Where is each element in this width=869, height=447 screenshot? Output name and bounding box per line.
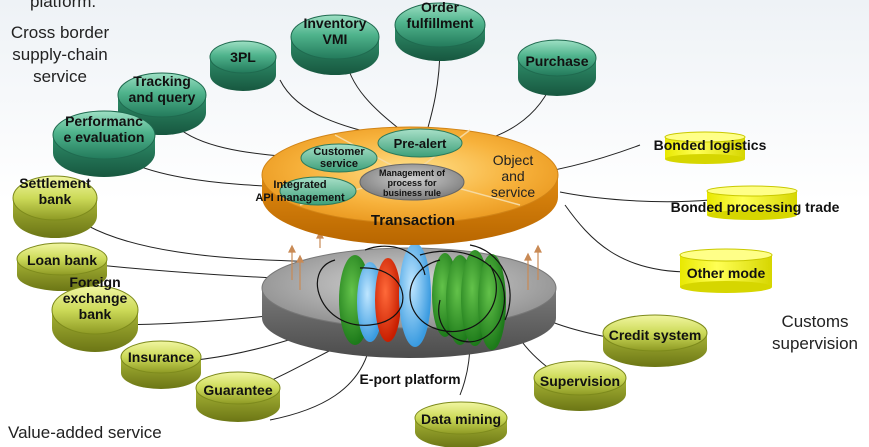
- lime-node-r2: [414, 401, 508, 447]
- green-node-label-line: e evaluation: [64, 129, 145, 145]
- pre-alert-label-line: Pre-alert: [394, 136, 447, 151]
- transaction-label: Transaction: [371, 212, 455, 229]
- green-node-label-line: and query: [129, 89, 196, 105]
- node-shapes: [12, 2, 708, 447]
- green-node-label-line: Purchase: [525, 53, 588, 69]
- green-node-label-line: Performanc: [65, 113, 143, 129]
- management-label-line: Management of: [379, 168, 446, 178]
- eport-platform-label: E-port platform: [359, 371, 460, 387]
- cylinder-other-mode: [679, 248, 773, 293]
- cylinder-bonded-processing: [706, 185, 798, 220]
- lime-node-label: Insurance: [128, 349, 194, 365]
- green-node-label: 3PL: [230, 49, 256, 65]
- transaction-disk: [261, 126, 559, 245]
- green-node-2: [394, 2, 486, 61]
- customer-service-label-line: Customer: [313, 146, 365, 158]
- eport-platform-label-line: E-port platform: [359, 371, 460, 387]
- lime-node-1: [16, 242, 108, 291]
- customs-node-label: Other mode: [687, 265, 766, 281]
- lime-node-label-line: Credit system: [609, 327, 702, 343]
- lime-node-label-line: Data mining: [421, 411, 501, 427]
- green-node-label-line: Inventory: [303, 15, 366, 31]
- green-node-label-line: Order: [421, 0, 460, 15]
- customs-cylinders: [664, 131, 798, 293]
- lime-node-label: Guarantee: [203, 382, 272, 398]
- lime-node-label-line: Insurance: [128, 349, 194, 365]
- lime-node-4: [195, 371, 281, 422]
- cross-border-text-line: service: [33, 67, 87, 86]
- top-fragment-text: platform.: [30, 0, 96, 11]
- green-node-label-line: Tracking: [133, 73, 191, 89]
- customs-node-label-line: Bonded processing trade: [671, 199, 840, 215]
- customs-supervision-text-line: Customs: [781, 312, 848, 331]
- lime-node-0: [12, 175, 98, 238]
- customer-service-label-line: service: [320, 158, 358, 170]
- customs-supervision-text-line: supervision: [772, 334, 858, 353]
- object-service-label-line: Object: [493, 152, 534, 168]
- lime-node-2: [51, 285, 139, 352]
- lime-node-label-line: Loan bank: [27, 252, 97, 268]
- green-node-label-line: VMI: [323, 31, 348, 47]
- management-label-line: business rule: [383, 188, 441, 198]
- green-node-label-line: fulfillment: [407, 15, 474, 31]
- object-service-label-line: service: [491, 184, 536, 200]
- value-added-text: Value-added service: [8, 423, 162, 442]
- lime-node-label: Supervision: [540, 373, 620, 389]
- cross-border-text: Cross border supply-chain service: [11, 23, 110, 86]
- customs-supervision-text: Customs supervision: [772, 312, 858, 353]
- customs-node-label: Bonded logistics: [654, 137, 767, 153]
- integrated-api-label-line: API management: [255, 192, 345, 204]
- green-node-3: [517, 39, 597, 96]
- integrated-api-label-line: Integrated: [273, 179, 326, 191]
- lime-node-r0: [602, 314, 708, 367]
- lime-node-label-line: bank: [79, 306, 112, 322]
- transaction-label-line: Transaction: [371, 212, 455, 229]
- value-added-text-line: Value-added service: [8, 423, 162, 442]
- lime-node-label-line: Settlement: [19, 175, 91, 191]
- lime-node-label-line: Guarantee: [203, 382, 272, 398]
- service-ellipses: [316, 243, 511, 350]
- green-node-label-line: 3PL: [230, 49, 256, 65]
- top-fragment-text-line: platform.: [30, 0, 96, 11]
- lime-node-label-line: Supervision: [540, 373, 620, 389]
- customs-node-label-line: Other mode: [687, 265, 766, 281]
- green-node-0: [209, 40, 277, 91]
- lime-node-label-line: exchange: [63, 290, 128, 306]
- green-node-5: [52, 110, 156, 177]
- customs-node-label-line: Bonded logistics: [654, 137, 767, 153]
- lime-node-3: [120, 340, 202, 389]
- cylinder-bonded-logistics: [664, 131, 746, 164]
- lime-node-label-line: Foreign: [69, 274, 120, 290]
- pre-alert-label: Pre-alert: [394, 136, 447, 151]
- lime-node-r1: [533, 360, 627, 411]
- cross-border-text-line: supply-chain: [12, 45, 107, 64]
- lime-node-label-line: bank: [39, 191, 72, 207]
- cross-border-text-line: Cross border: [11, 23, 110, 42]
- object-service-label-line: and: [501, 168, 524, 184]
- customs-node-label: Bonded processing trade: [671, 199, 840, 215]
- green-node-1: [290, 14, 380, 75]
- green-node-label: Purchase: [525, 53, 588, 69]
- management-label-line: process for: [387, 178, 437, 188]
- lime-node-label: Credit system: [609, 327, 702, 343]
- lime-node-label: Data mining: [421, 411, 501, 427]
- lime-node-label: Loan bank: [27, 252, 97, 268]
